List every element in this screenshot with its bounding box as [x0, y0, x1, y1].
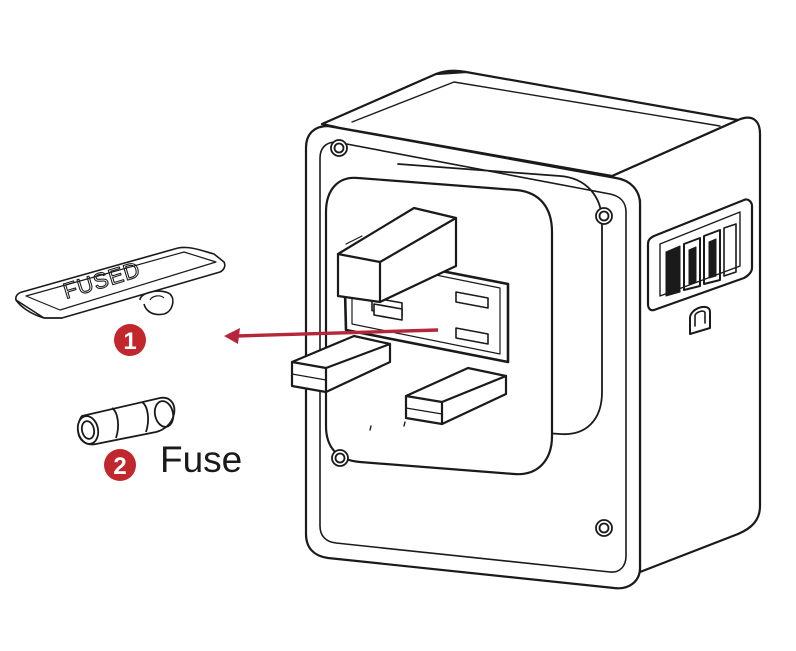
earth-pin [336, 206, 458, 304]
fuse-label: Fuse [160, 439, 242, 480]
screws [330, 139, 613, 537]
adapter-body [290, 69, 762, 590]
step-1-badge: 1 [114, 324, 146, 356]
step-1-number: 1 [123, 328, 136, 355]
removal-arrow [224, 328, 439, 344]
step-2-number: 2 [113, 453, 126, 480]
fuse-icon [76, 396, 176, 446]
step-2-badge: 2 [104, 449, 136, 481]
fuse-cover: FUSED [15, 246, 226, 319]
